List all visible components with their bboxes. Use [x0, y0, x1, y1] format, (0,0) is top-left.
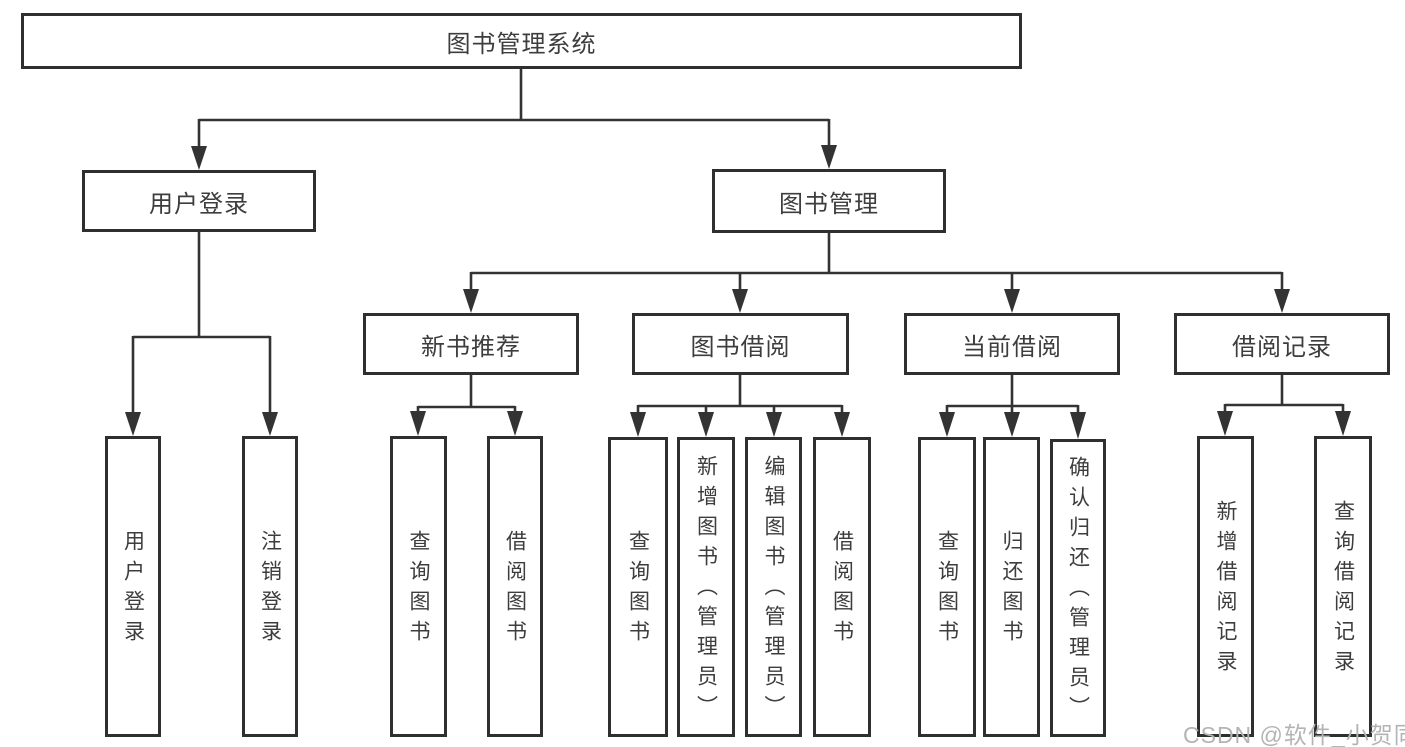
node-user-login-label: 用户登录	[149, 190, 249, 218]
node-borrow-record-label: 借阅记录	[1232, 333, 1332, 361]
node-leaf-logout: 注销登录	[242, 436, 298, 737]
node-leaf-nb-borrow-books: 借阅图书	[487, 436, 543, 737]
node-leaf-user-login: 用户登录	[105, 436, 161, 737]
node-leaf-cb-confirm-return-admin: 确认归还（管理员）	[1050, 439, 1106, 737]
connector-user-login-children	[125, 232, 278, 436]
node-book-borrow-label: 图书借阅	[690, 333, 791, 361]
node-book-management: 图书管理	[712, 169, 946, 233]
node-book-management-label: 图书管理	[779, 190, 879, 218]
node-current-borrow: 当前借阅	[904, 313, 1120, 375]
connector-book-management-children	[463, 233, 1290, 313]
node-leaf-br-add-record: 新增借阅记录	[1197, 436, 1254, 737]
csdn-watermark: CSDN @软件_小贺同学	[1183, 722, 1405, 747]
node-book-borrow: 图书借阅	[632, 313, 849, 375]
node-leaf-bb-edit-books-admin: 编辑图书（管理员）	[745, 437, 802, 737]
node-borrow-record: 借阅记录	[1174, 313, 1390, 375]
node-leaf-bb-query-books: 查询图书	[608, 437, 668, 737]
node-leaf-cb-return-books: 归还图书	[983, 437, 1040, 737]
node-current-borrow-label: 当前借阅	[962, 333, 1062, 361]
node-root: 图书管理系统	[21, 13, 1022, 69]
node-root-label: 图书管理系统	[446, 30, 597, 58]
node-new-book-recommend: 新书推荐	[363, 313, 579, 375]
node-new-book-recommend-label: 新书推荐	[421, 333, 521, 361]
node-leaf-bb-borrow-books: 借阅图书	[813, 437, 871, 737]
connector-root-to-level2	[191, 69, 837, 170]
connector-current-borrow-children	[939, 375, 1086, 439]
connector-book-borrow-children	[630, 375, 850, 437]
node-leaf-cb-query-books: 查询图书	[918, 437, 976, 737]
connector-new-book-children	[410, 375, 523, 436]
node-user-login: 用户登录	[82, 170, 316, 232]
node-leaf-bb-add-books-admin: 新增图书（管理员）	[677, 437, 735, 737]
connector-borrow-record-children	[1217, 375, 1351, 436]
node-leaf-nb-query-books: 查询图书	[390, 436, 447, 737]
node-leaf-br-query-record: 查询借阅记录	[1314, 436, 1372, 737]
